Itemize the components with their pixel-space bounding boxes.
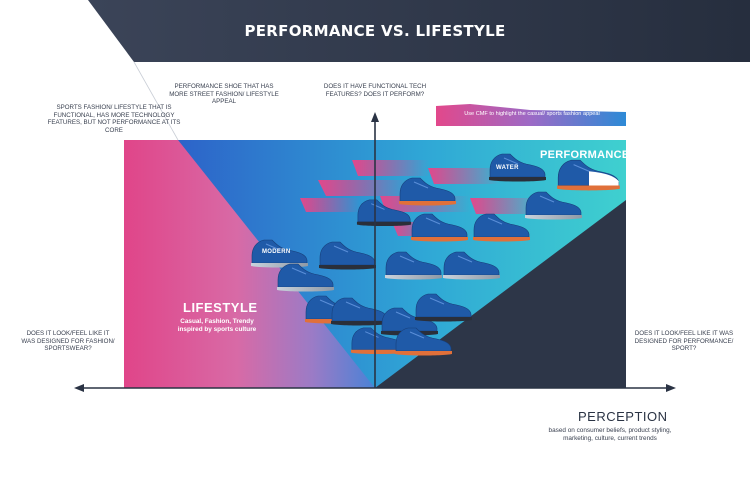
cmf-banner-text: Use CMF to highlight the casual/ sports … xyxy=(464,111,600,117)
header-band xyxy=(88,0,750,62)
lifestyle-sub-casual: Casual, Fashion, Trendy xyxy=(180,318,254,325)
shoe-icon xyxy=(350,327,406,355)
shoe-group xyxy=(251,153,620,356)
lifestyle-label: LIFESTYLE xyxy=(183,300,258,315)
shoe-icon xyxy=(411,213,468,242)
shoe-icon xyxy=(385,251,442,280)
shoe-icon xyxy=(473,213,530,242)
shoe-icon xyxy=(443,251,500,280)
performance-label: PERFORMANCE xyxy=(540,149,630,161)
shoe-icon xyxy=(395,327,452,356)
shoe-tag-modern: MODERN xyxy=(262,249,291,255)
cmf-banner xyxy=(436,104,626,126)
shoe-icon xyxy=(525,191,582,220)
shoe-icon xyxy=(557,159,620,191)
x-axis-right-arrowhead xyxy=(666,384,676,392)
shoe-icon xyxy=(277,263,334,292)
note-fashion-sportswear: DOES IT LOOK/FEEL LIKE IT WAS DESIGNED F… xyxy=(21,330,115,353)
page-title: PERFORMANCE VS. LIFESTYLE xyxy=(244,22,506,40)
y-axis-arrowhead xyxy=(371,112,379,122)
shoe-icon xyxy=(319,241,376,270)
header-diagonal-line xyxy=(133,61,179,141)
note-performance-street: PERFORMANCE SHOE THAT HAS MORE STREET FA… xyxy=(169,83,279,106)
note-sports-fashion-lifestyle: SPORTS FASHION/ LIFESTYLE THAT IS FUNCTI… xyxy=(47,104,181,134)
x-axis-left-arrowhead xyxy=(74,384,84,392)
note-performance-sport: DOES IT LOOK/FEEL LIKE IT WAS DESIGNED F… xyxy=(634,330,734,353)
lifestyle-sub-sports-culture: inspired by sports culture xyxy=(177,326,257,333)
shoe-icon xyxy=(399,177,456,206)
x-axis-sublabel: based on consumer beliefs, product styli… xyxy=(548,427,672,443)
shoe-tag-water: WATER xyxy=(496,165,519,171)
shoe-icon xyxy=(489,153,546,182)
note-functional-tech: DOES IT HAVE FUNCTIONAL TECH FEATURES? D… xyxy=(323,83,427,98)
shoe-icon xyxy=(415,293,472,322)
shoe-icon xyxy=(356,199,412,227)
x-axis-label: PERCEPTION xyxy=(578,409,668,424)
